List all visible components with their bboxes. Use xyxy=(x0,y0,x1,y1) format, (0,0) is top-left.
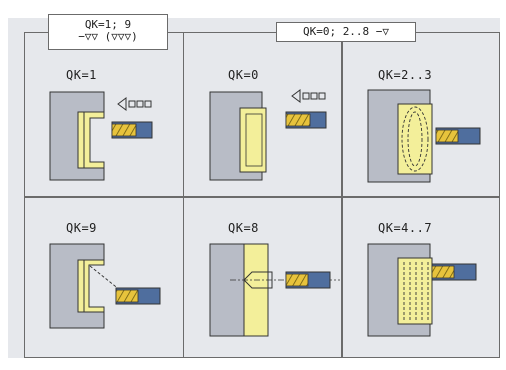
illustration-qk-2-3 xyxy=(367,89,481,183)
bottom-margin xyxy=(0,358,506,370)
cell-label-qk-1: QK=1 xyxy=(66,68,97,82)
illustration-qk-4-7 xyxy=(367,243,477,337)
illustration-qk-8 xyxy=(209,243,340,337)
illustration-qk-9 xyxy=(49,243,161,329)
header-qk-0-2-8: QK=0; 2..8 −▽ xyxy=(276,22,416,42)
header-qk-0-2-8-label: QK=0; 2..8 −▽ xyxy=(302,25,390,38)
cell-label-qk-8: QK=8 xyxy=(228,221,259,235)
header-qk-1-9-line2: −▽▽ (▽▽▽) xyxy=(78,30,138,43)
cell-label-qk-2-3: QK=2..3 xyxy=(378,68,433,82)
cell-label-qk-0: QK=0 xyxy=(228,68,259,82)
illustration-qk-0 xyxy=(209,89,327,181)
column-divider xyxy=(341,32,343,358)
row-divider xyxy=(24,196,500,198)
cell-label-qk-9: QK=9 xyxy=(66,221,97,235)
header-qk-1-9-line1: QK=1; 9 xyxy=(84,18,132,31)
header-qk-1-9: QK=1; 9 −▽▽ (▽▽▽) xyxy=(48,14,168,50)
illustration-qk-1 xyxy=(49,91,153,181)
cell-label-qk-4-7: QK=4..7 xyxy=(378,221,433,235)
